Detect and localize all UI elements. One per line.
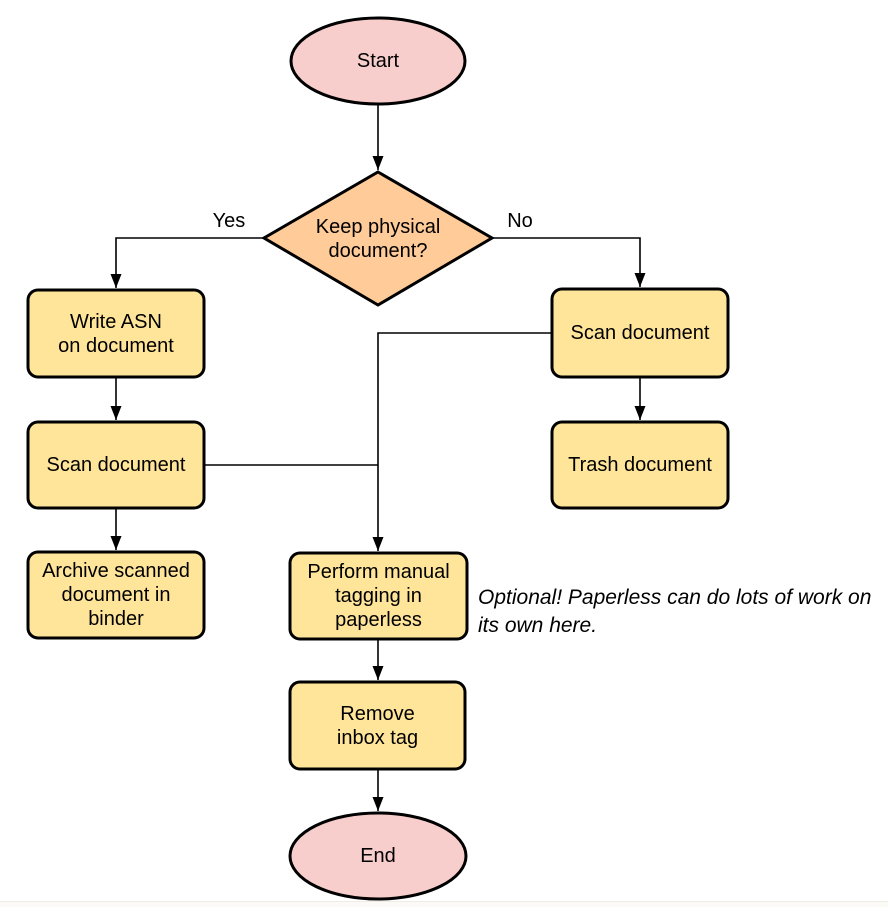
trash-node-shape xyxy=(550,420,730,510)
write-asn-node-shape xyxy=(26,288,206,379)
edge-scan-right-to-tagging xyxy=(372,332,552,551)
tagging-node-shape xyxy=(288,551,469,641)
remove-inbox-node-shape xyxy=(288,680,467,771)
optional-annotation: Optional! Paperless can do lots of work … xyxy=(478,586,872,637)
scan-left-node-shape xyxy=(26,420,206,510)
edge-decision-no-to-scan-right xyxy=(492,237,646,287)
bottom-edge-strip xyxy=(0,901,888,907)
archive-node-shape xyxy=(26,550,206,640)
scan-right-node-shape xyxy=(550,287,730,379)
start-node-shape xyxy=(289,16,467,106)
edge-decision-yes-to-write-asn xyxy=(110,237,264,288)
decision-node-shape xyxy=(261,170,495,307)
end-node-shape xyxy=(288,811,468,901)
